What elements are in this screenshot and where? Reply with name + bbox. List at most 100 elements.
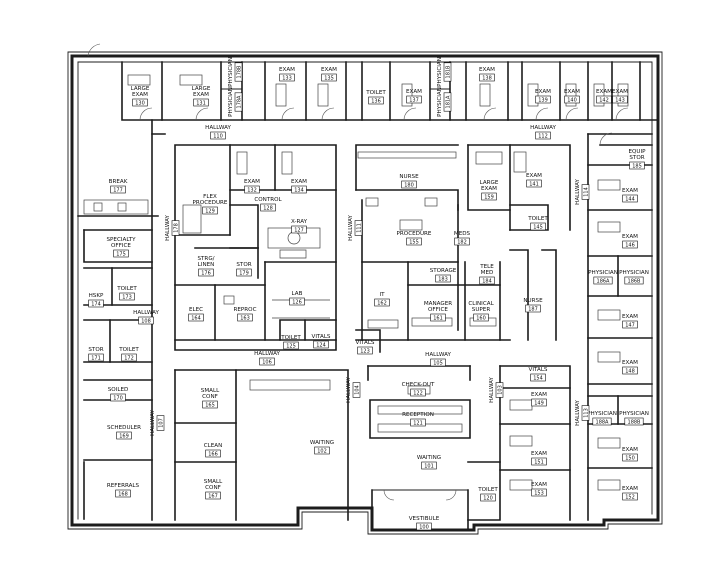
- room-number-box: [198, 268, 214, 277]
- room-name: EXAM: [622, 447, 638, 453]
- room-name: X-RAY: [291, 219, 308, 225]
- room-number: 149: [534, 400, 544, 406]
- room-number: 127: [294, 227, 304, 233]
- room-name: VITALS: [312, 334, 331, 340]
- hallway-name: HALLWAY: [254, 351, 280, 357]
- hallway-number-box: [581, 184, 590, 200]
- room-name: SOILED: [108, 387, 129, 393]
- room-name: FLEX: [203, 194, 217, 200]
- room-name: TOILET: [477, 487, 498, 493]
- room-number: 182: [457, 239, 467, 245]
- room-name: EXAM: [596, 89, 612, 95]
- room-number-box: [113, 249, 129, 258]
- left-column-walls: [77, 133, 159, 521]
- center-left-walls: [174, 144, 337, 351]
- room-number-box: [622, 492, 638, 501]
- room-number: 170: [113, 395, 123, 401]
- room-name: REFERRALS: [107, 483, 140, 489]
- room-name: HSKP: [89, 293, 104, 299]
- room-name: LARGE: [131, 86, 150, 92]
- room-name: EXAM: [622, 188, 638, 194]
- room-name: WAITING: [310, 440, 334, 446]
- room-number-box: [480, 493, 496, 502]
- room-number-box: [115, 489, 131, 498]
- room-name: EXAM: [479, 67, 495, 73]
- room-number-box: [622, 366, 638, 375]
- room-number: 169: [119, 433, 129, 439]
- room-number: 167: [208, 493, 218, 499]
- room-number: 186B: [628, 278, 642, 284]
- room-name: EXAM: [526, 173, 542, 179]
- room-number: 188A: [596, 419, 610, 425]
- room-name: PHYSICIAN: [437, 87, 443, 117]
- room-number-box: [357, 346, 373, 355]
- room-number-box: [596, 95, 612, 104]
- room-number-box: [612, 95, 628, 104]
- room-number-box: [88, 299, 104, 308]
- room-number: 101: [424, 463, 434, 469]
- room-number-box: [410, 388, 426, 397]
- lower-left-walls: [174, 369, 349, 521]
- room-number-box: [530, 373, 546, 382]
- room-number: 166: [208, 451, 218, 457]
- room-name: PHYSICIAN: [228, 87, 234, 117]
- room-number: 163: [240, 315, 250, 321]
- room-name: VITALS: [356, 340, 375, 346]
- room-name: EXAM: [612, 89, 628, 95]
- room-number-box: [479, 276, 495, 285]
- room-name: EXAM: [291, 179, 307, 185]
- room-name: PHYSICIAN: [437, 57, 443, 87]
- room-number-box: [244, 185, 260, 194]
- room-name: TELE: [479, 264, 494, 270]
- room-number: 178A: [236, 95, 242, 109]
- room-number-box: [421, 461, 437, 470]
- room-number: 141: [529, 181, 539, 187]
- room-number-box: [564, 95, 580, 104]
- room-name: EXAM: [564, 89, 580, 95]
- room-name: CONF: [205, 485, 221, 491]
- room-number-box: [237, 313, 253, 322]
- room-name: BREAK: [109, 179, 128, 185]
- room-number-box: [401, 180, 417, 189]
- room-name: TOILET: [116, 286, 137, 292]
- room-name: EXAM: [279, 67, 295, 73]
- room-number: 164: [191, 315, 201, 321]
- room-name: EQUIP: [628, 149, 646, 155]
- room-name: EXAM: [531, 392, 547, 398]
- hallway-number: 103: [497, 385, 503, 395]
- hallway-name: HALLWAY: [150, 410, 156, 436]
- room-number-box: [526, 179, 542, 188]
- room-name: EXAM: [321, 67, 337, 73]
- hallway-name: HALLWAY: [530, 125, 556, 131]
- room-name: IT: [379, 292, 385, 298]
- hallway-number-box: [354, 220, 363, 236]
- room-name: OFFICE: [428, 307, 448, 313]
- room-name: NURSE: [399, 174, 419, 180]
- room-name: STORAGE: [430, 268, 457, 274]
- room-number-box: [321, 73, 337, 82]
